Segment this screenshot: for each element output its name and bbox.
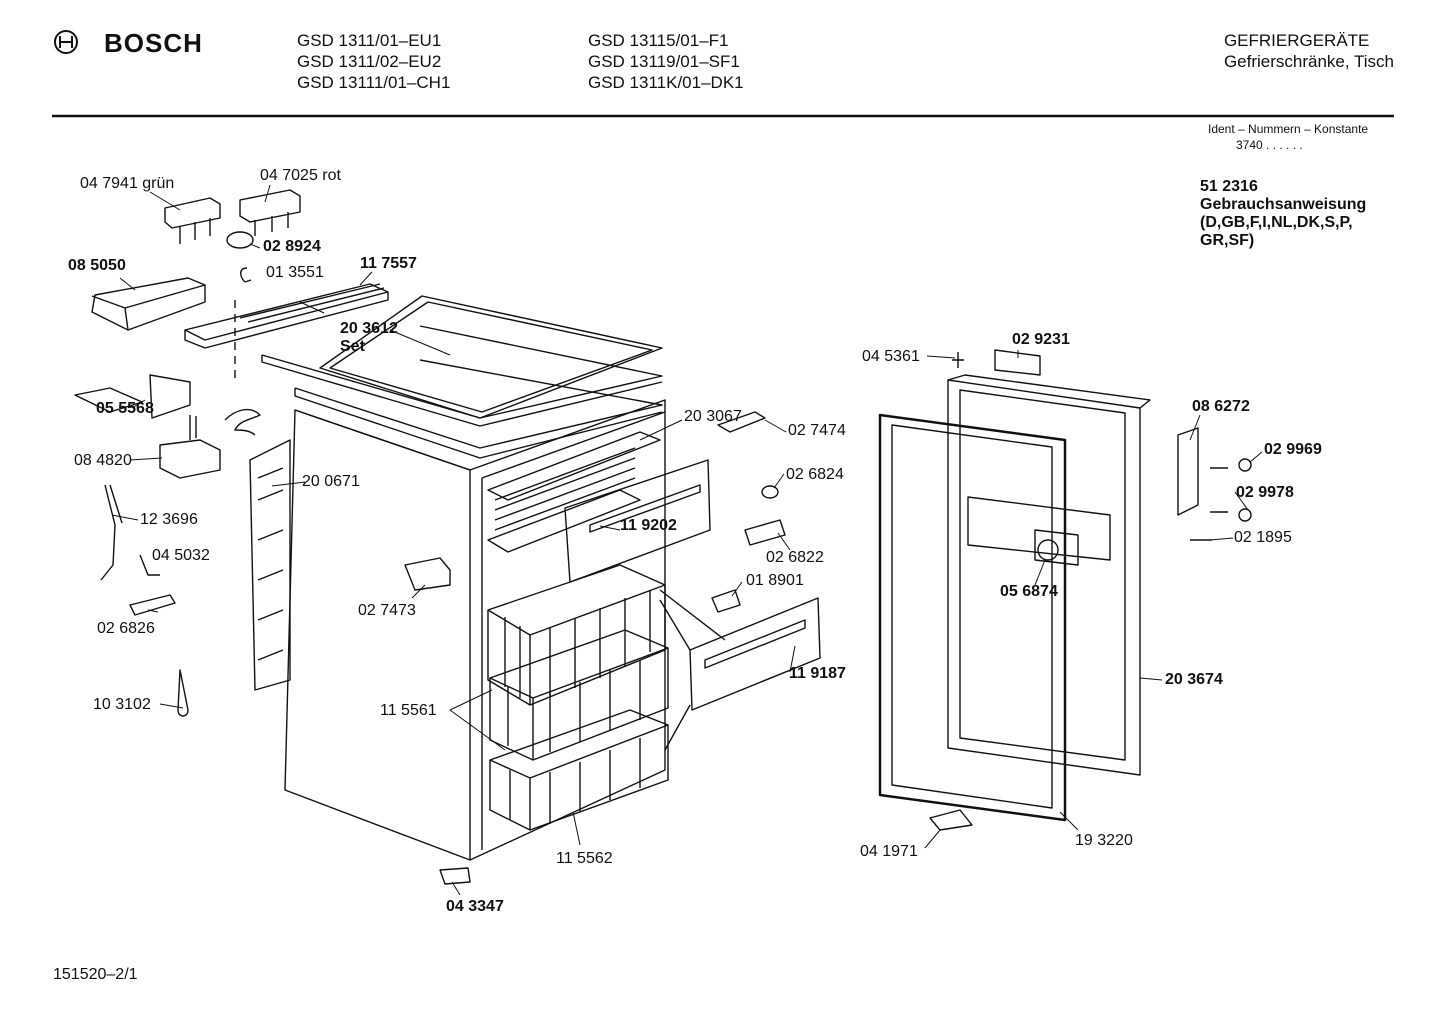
leader-lines — [111, 184, 1263, 896]
part-label-043347: 04 3347 — [446, 898, 504, 915]
knob-red — [239, 189, 301, 223]
label-029231 — [994, 349, 1041, 376]
manual-number: 51 2316 — [1200, 178, 1258, 195]
part-label-013551: 01 3551 — [266, 264, 324, 281]
hinge-027474 — [717, 411, 766, 433]
model-item: GSD 13119/01–SF1 — [588, 52, 740, 71]
part-label-021895: 02 1895 — [1234, 529, 1292, 546]
part-label-115562: 11 5562 — [556, 850, 613, 867]
bosch-logo-icon — [54, 30, 78, 54]
part-label-084820: 08 4820 — [74, 452, 132, 469]
part-label-085050: 08 5050 — [68, 257, 126, 274]
control-panel-strip — [184, 283, 389, 349]
door-outer — [947, 374, 1151, 776]
ident-value: 3740 . . . . . . — [1236, 138, 1303, 152]
manual-block: 51 2316 Gebrauchsanweisung (D,GB,F,I,NL,… — [1200, 178, 1366, 250]
basket-lower — [489, 709, 669, 831]
top-plate-set — [261, 295, 663, 459]
part-label-119187: 11 9187 — [789, 665, 846, 682]
inner-rack — [487, 431, 661, 553]
ident-title: Ident – Nummern – Konstante — [1208, 122, 1369, 136]
cable-123696 — [100, 484, 123, 581]
basket-front — [689, 597, 821, 711]
hinge-027473 — [404, 557, 451, 591]
part-label-115561: 11 5561 — [380, 702, 437, 719]
part-label-117557: 11 7557 — [360, 255, 417, 272]
model-item: GSD 1311/02–EU2 — [297, 52, 442, 71]
model-item: GSD 13111/01–CH1 — [297, 73, 451, 92]
category-subtitle: Gefrierschränke, Tisch — [1223, 52, 1394, 71]
evaporator-coil — [249, 439, 291, 691]
manual-langs-2: GR,SF) — [1200, 232, 1255, 249]
part-label-026826: 02 6826 — [97, 620, 155, 637]
part-label-041971: 04 1971 — [860, 843, 918, 860]
part-label-027474: 02 7474 — [788, 422, 846, 439]
knob-green — [164, 197, 221, 229]
part-label-047025: 04 7025 rot — [260, 167, 341, 184]
part-label-047941: 04 7941 grün — [80, 175, 175, 192]
category-title: GEFRIERGERÄTE — [1223, 31, 1370, 50]
thermostat — [159, 439, 221, 479]
model-list-2: GSD 13115/01–F1 GSD 13119/01–SF1 GSD 131… — [588, 30, 744, 93]
part-label-055568: 05 5568 — [96, 400, 154, 417]
cabinet-body — [284, 399, 666, 861]
part-label-203067: 20 3067 — [684, 408, 742, 425]
model-item: GSD 13115/01–F1 — [588, 31, 729, 50]
drain-tube — [177, 669, 189, 717]
part-label-029231: 02 9231 — [1012, 331, 1070, 348]
basket-upper — [487, 564, 666, 706]
part-label-026822: 02 6822 — [766, 549, 824, 566]
part-label-123696: 12 3696 — [140, 511, 198, 528]
footer-code: 151520–2/1 — [53, 966, 138, 983]
part-label-026824: 02 6824 — [786, 466, 844, 483]
part-label-056874: 05 6874 — [1000, 583, 1058, 600]
part-label-029978: 02 9978 — [1236, 484, 1294, 501]
part-label-203674: 20 3674 — [1165, 671, 1223, 688]
part-label-203612-set: Set — [340, 338, 365, 355]
part-label-045032: 04 5032 — [152, 547, 210, 564]
part-label-027473: 02 7473 — [358, 602, 416, 619]
basket-middle — [489, 629, 669, 761]
category-block: GEFRIERGERÄTE Gefrierschränke, Tisch — [1224, 30, 1394, 72]
part-label-119202: 11 9202 — [620, 517, 677, 534]
part-label-200671: 20 0671 — [302, 473, 360, 490]
brand-name: BOSCH — [104, 28, 203, 58]
ring-028924 — [226, 231, 254, 249]
handle-041971 — [929, 809, 973, 831]
part-label-045361: 04 5361 — [862, 348, 920, 365]
drip-tray — [91, 277, 206, 331]
part-label-028924: 02 8924 — [263, 238, 321, 255]
door-bar — [967, 496, 1111, 561]
hinge-086272 — [1177, 427, 1199, 516]
model-list-1: GSD 1311/01–EU1 GSD 1311/02–EU2 GSD 1311… — [297, 30, 450, 93]
door-seal — [878, 413, 1067, 822]
model-item: GSD 1311K/01–DK1 — [588, 73, 744, 92]
part-label-018901: 01 8901 — [746, 572, 804, 589]
manual-title: Gebrauchsanweisung — [1200, 196, 1367, 213]
part-label-086272: 08 6272 — [1192, 398, 1250, 415]
freezer-flap — [564, 459, 711, 583]
part-label-193220: 19 3220 — [1075, 832, 1133, 849]
part-label-103102: 10 3102 — [93, 696, 151, 713]
model-item: GSD 1311/01–EU1 — [297, 31, 442, 50]
part-label-029969: 02 9969 — [1264, 441, 1322, 458]
part-label-203612: 20 3612 — [340, 320, 398, 337]
manual-langs: (D,GB,F,I,NL,DK,S,P, — [1200, 214, 1353, 231]
door-knob-housing — [1034, 529, 1079, 566]
